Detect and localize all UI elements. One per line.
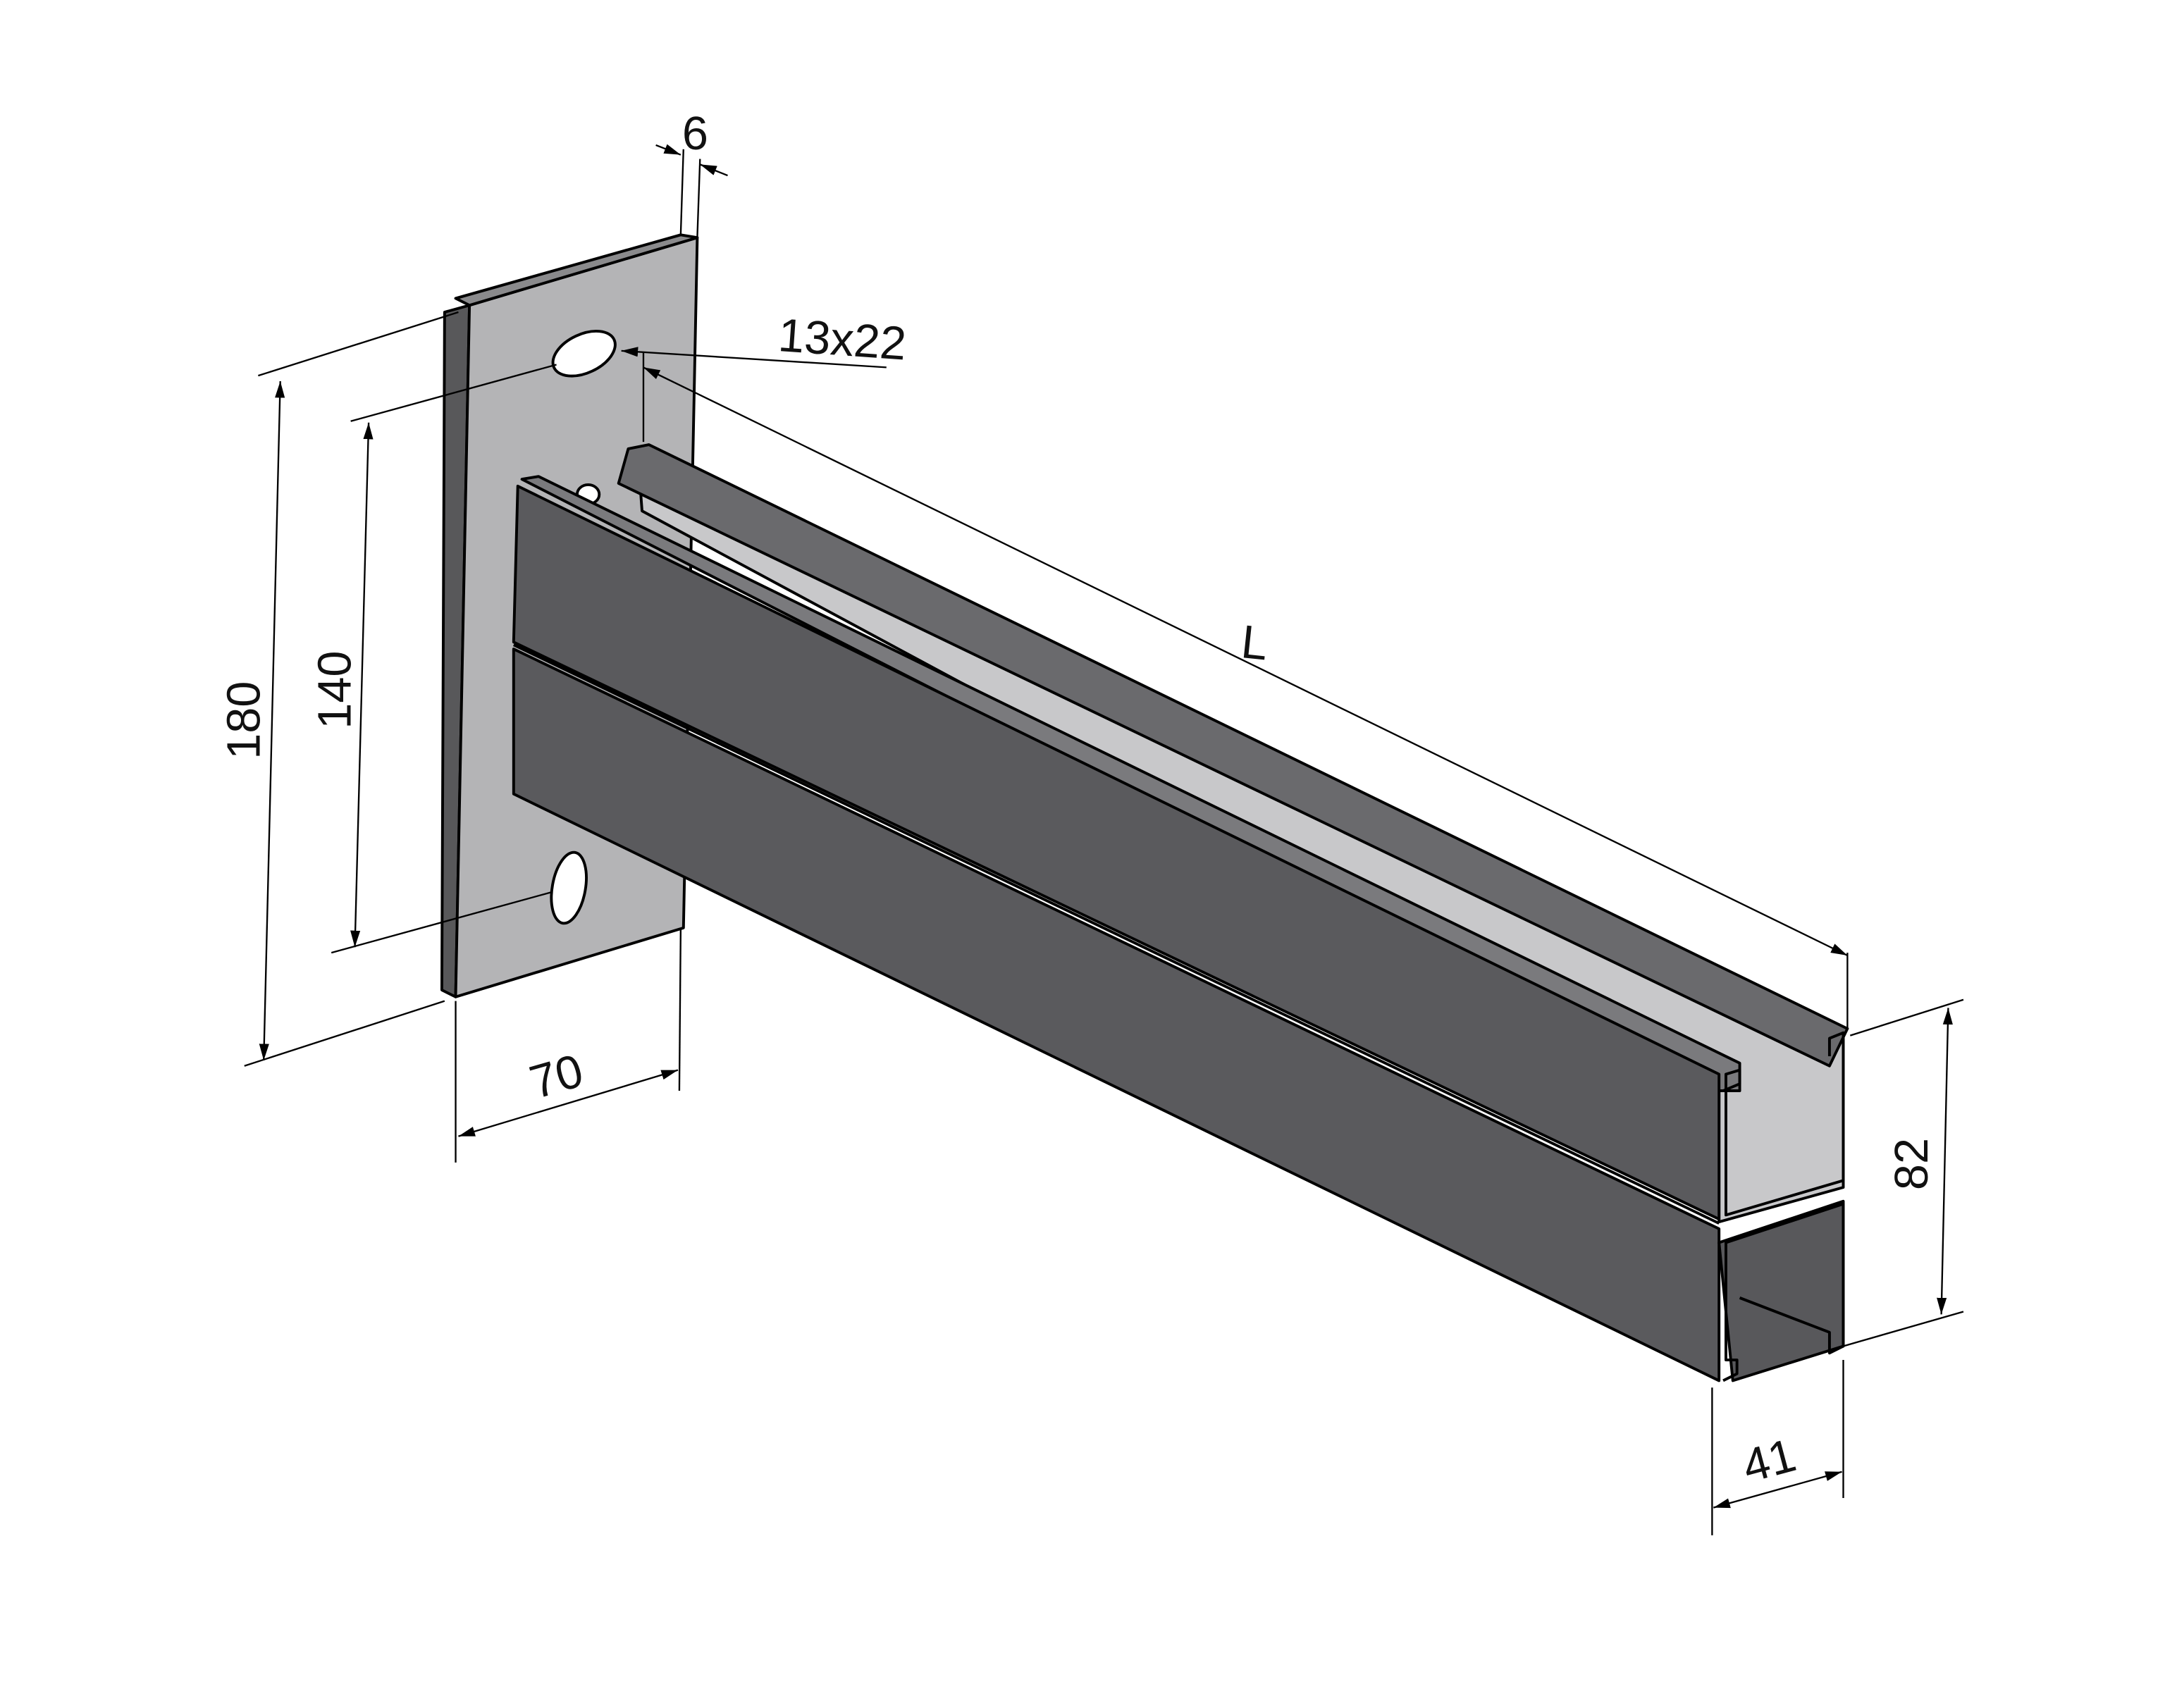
label-41: 41 xyxy=(1737,1429,1801,1493)
label-180: 180 xyxy=(218,681,270,760)
lower-slot xyxy=(550,850,588,925)
channel-profile xyxy=(512,443,1849,1382)
dim-slot: 13x22 xyxy=(621,309,908,371)
label-13x22: 13x22 xyxy=(777,309,908,370)
label-L: L xyxy=(1239,616,1271,670)
dim-plate-height: 180 xyxy=(218,311,459,1067)
label-140: 140 xyxy=(309,651,362,729)
dim-length: L xyxy=(642,352,1849,1029)
label-6: 6 xyxy=(682,108,708,160)
dim-channel-height: 82 xyxy=(1843,998,1964,1347)
dim-plate-thickness: 6 xyxy=(655,108,728,238)
dim-slot-spacing: 140 xyxy=(309,364,557,954)
dim-channel-width: 41 xyxy=(1711,1360,1844,1535)
upper-slot xyxy=(551,330,617,378)
label-82: 82 xyxy=(1886,1138,1938,1190)
